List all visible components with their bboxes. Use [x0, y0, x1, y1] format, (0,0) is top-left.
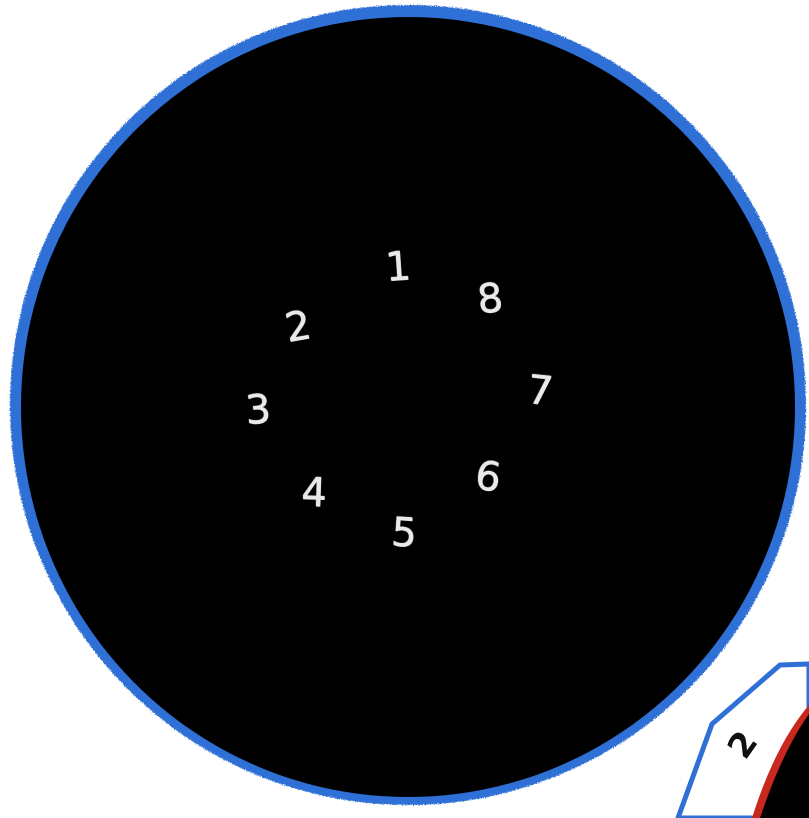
digit-6: 6: [453, 438, 522, 516]
digit-5: 5: [372, 496, 437, 570]
main-circle: [10, 5, 806, 805]
digit-1: 1: [366, 230, 431, 304]
digit-4: 4: [283, 457, 345, 529]
digit-8: 8: [457, 261, 524, 337]
digit-7: 7: [507, 353, 574, 429]
main-circle-fill: [21, 17, 795, 797]
digit-3: 3: [226, 373, 291, 447]
digit-2: 2: [262, 287, 333, 366]
